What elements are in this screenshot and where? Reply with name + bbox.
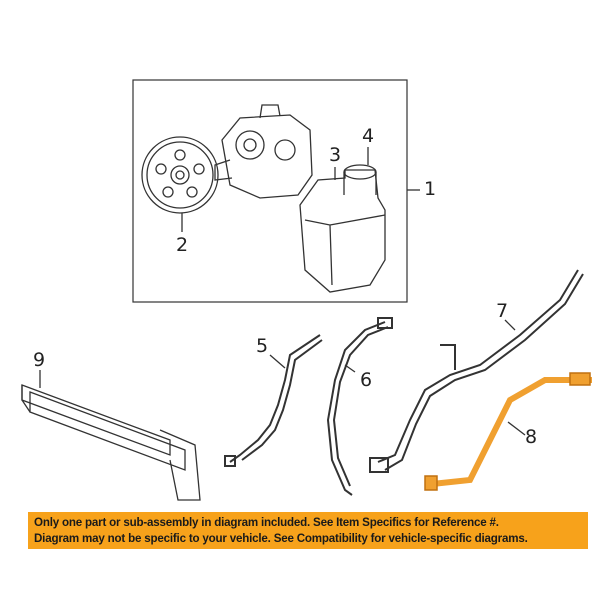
callout-8: 8 bbox=[525, 426, 538, 448]
callout-6: 6 bbox=[360, 369, 373, 391]
callout-9: 9 bbox=[33, 349, 46, 371]
hose-6 bbox=[326, 317, 393, 496]
assembly-box bbox=[132, 79, 408, 303]
callout-3: 3 bbox=[329, 144, 342, 166]
disclaimer-line-2: Diagram may not be specific to your vehi… bbox=[34, 532, 528, 545]
hose-7 bbox=[369, 269, 584, 473]
callout-1: 1 bbox=[424, 178, 437, 200]
callout-4: 4 bbox=[362, 125, 375, 147]
disclaimer-line-1: Only one part or sub-assembly in diagram… bbox=[34, 516, 499, 529]
disclaimer-banner: Only one part or sub-assembly in diagram… bbox=[28, 512, 588, 549]
pulley bbox=[141, 136, 219, 214]
cooler-9 bbox=[21, 384, 201, 501]
power-steering-pump bbox=[214, 104, 313, 199]
reservoir bbox=[299, 164, 386, 293]
callout-2: 2 bbox=[176, 234, 189, 256]
hose-5 bbox=[224, 334, 323, 467]
callout-7: 7 bbox=[496, 300, 509, 322]
callout-5: 5 bbox=[256, 335, 269, 357]
hose-8-highlighted bbox=[424, 372, 592, 491]
